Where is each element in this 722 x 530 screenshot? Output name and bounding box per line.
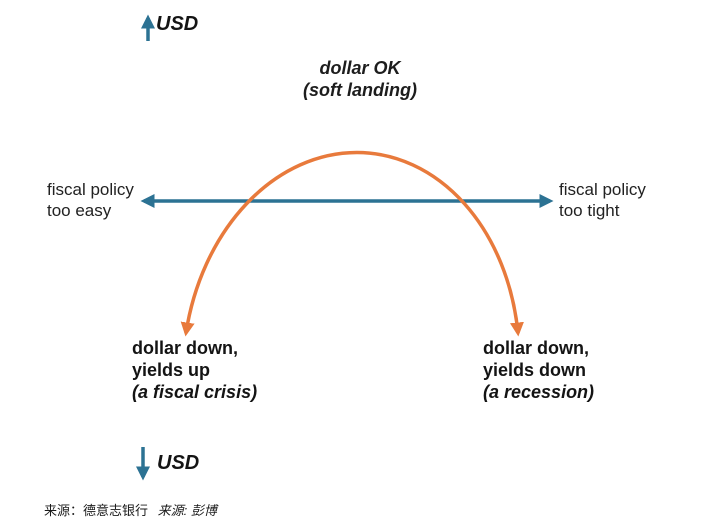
source-caption: 来源：德意志银行 来源: 彭博 <box>44 500 217 519</box>
source-primary: 来源：德意志银行 <box>44 503 149 518</box>
usd-up-label: USD <box>156 13 199 35</box>
soft-landing-line2: (soft landing) <box>303 80 417 100</box>
fiscal-tight-line2: too tight <box>559 201 620 220</box>
fiscal-crisis-line3: (a fiscal crisis) <box>132 382 258 402</box>
recession-line1: dollar down, <box>483 338 589 358</box>
recession-outcome-label: dollar down, yields down (a recession) <box>483 337 594 403</box>
fiscal-crisis-outcome-label: dollar down, yields up (a fiscal crisis) <box>132 337 257 403</box>
fiscal-policy-too-easy-label: fiscal policy too easy <box>47 179 134 221</box>
outcome-arc <box>180 150 524 337</box>
source-secondary: 来源: 彭博 <box>157 503 217 518</box>
fiscal-easy-line1: fiscal policy <box>47 180 134 199</box>
fiscal-crisis-line2: yields up <box>132 360 211 380</box>
fiscal-tight-line1: fiscal policy <box>559 180 646 199</box>
soft-landing-line1: dollar OK <box>319 58 401 78</box>
fiscal-policy-too-tight-label: fiscal policy too tight <box>559 179 646 221</box>
fiscal-crisis-line1: dollar down, <box>132 338 238 358</box>
fiscal-easy-line2: too easy <box>47 201 112 220</box>
usd-down-label: USD <box>157 452 200 474</box>
soft-landing-label: dollar OK (soft landing) <box>250 57 470 101</box>
recession-line3: (a recession) <box>483 382 595 402</box>
recession-line2: yields down <box>483 360 587 380</box>
